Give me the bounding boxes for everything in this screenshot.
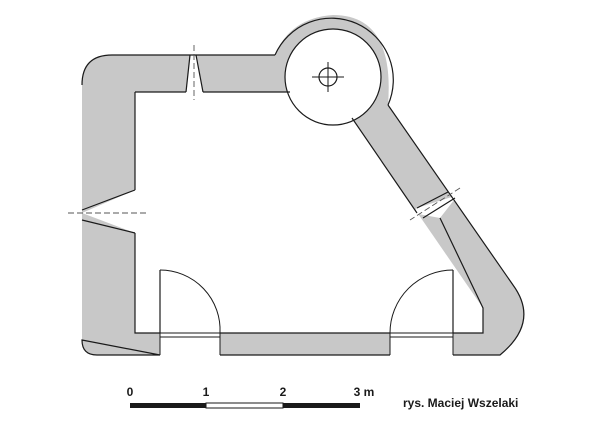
scale-tick-0: 0	[127, 385, 134, 399]
scale-tick-2: 2	[280, 385, 287, 399]
turret	[312, 62, 344, 92]
door-right	[389, 269, 454, 355]
scale-segment-2	[205, 402, 284, 409]
arrow-slit-east	[409, 187, 461, 221]
scale-segment-3	[283, 403, 360, 408]
inner-wall-outline	[134, 91, 484, 334]
scale-tick-3: 3 m	[354, 385, 375, 399]
arrow-slits	[68, 45, 461, 234]
turret-outer-outline	[274, 17, 394, 106]
scale-tick-1: 1	[203, 385, 210, 399]
outer-wall-outline	[81, 54, 525, 356]
door-left	[159, 269, 221, 355]
arrow-slit-north	[185, 45, 204, 100]
doors	[159, 269, 454, 355]
scale-segment-1	[130, 403, 206, 408]
arrow-slit-west	[68, 189, 148, 234]
turret-chamber-outline	[284, 28, 382, 126]
scale-bar: 0 1 2 3 m	[127, 385, 375, 409]
drawing-credit: rys. Maciej Wszelaki	[403, 396, 518, 410]
